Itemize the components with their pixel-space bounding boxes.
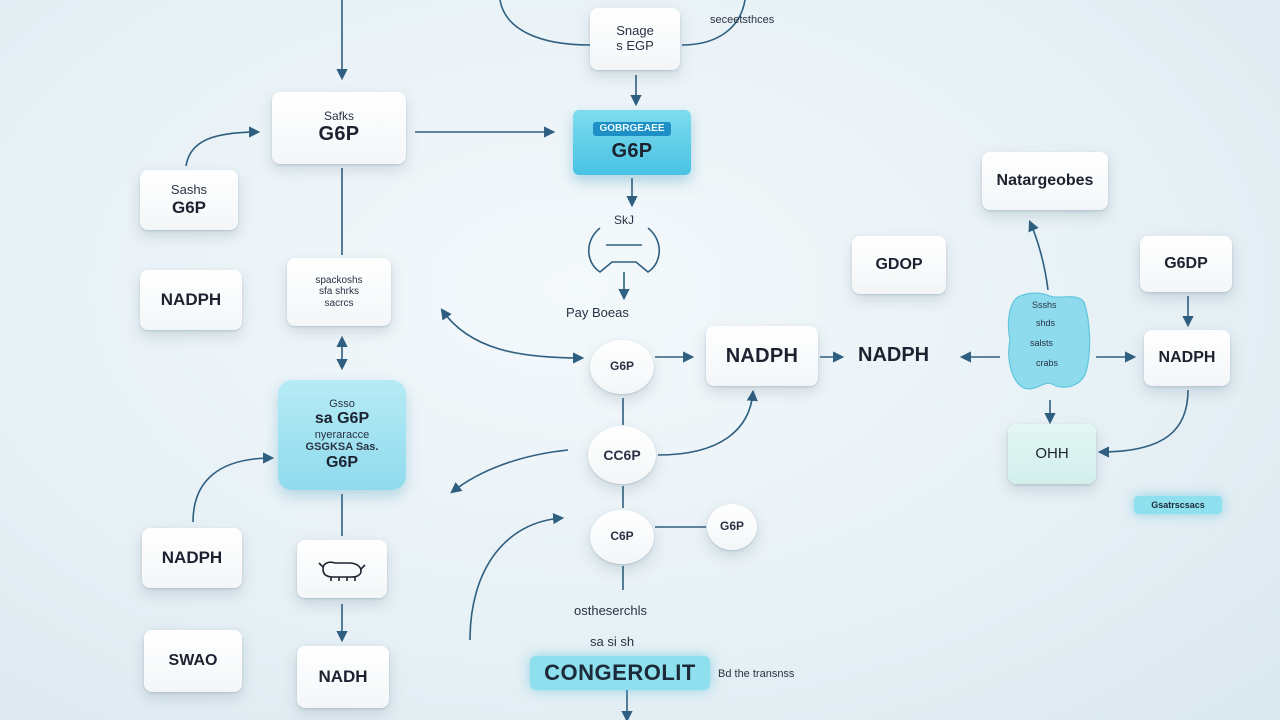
banner-side-label: Bd the transnss [718, 668, 795, 680]
connector-g6p-curve-in [185, 126, 261, 167]
node-cyan-mid-left-line4: GSGKSA Sas. [305, 441, 379, 454]
node-gdop-label: GDOP [875, 255, 923, 273]
bottom-text-1: ostheserchls [574, 603, 647, 618]
node-oh-label: OHH [1035, 445, 1069, 463]
connector-curve-to-cyan [192, 452, 275, 523]
connector-circle2-to-left [450, 449, 569, 494]
node-nadh[interactable]: NADH [297, 646, 389, 708]
right-badge[interactable]: Gsatrscsacs [1134, 496, 1222, 514]
node-top-small[interactable]: Snage s EGP [590, 8, 680, 70]
node-circle-2-label: CC6P [603, 446, 641, 463]
node-nadph-right-label: NADPH [1158, 348, 1216, 366]
molecule-figure-icon [1007, 292, 1091, 390]
node-cyan-mid-left[interactable]: Gsso sa G6P nyeraracce GSGKSA Sas. G6P [278, 380, 406, 490]
node-g6dp-label: G6DP [1164, 254, 1208, 272]
connector-figure-to-natural [1028, 219, 1049, 291]
node-top-small-line2: s EGP [616, 38, 654, 53]
node-nadh-label: NADH [318, 667, 368, 687]
node-nadph-bottom-left-label: NADPH [161, 548, 223, 568]
node-top-small-line1: Snage [616, 23, 654, 39]
node-g6p-far-left-line2: G6P [171, 197, 207, 217]
node-circle-4[interactable]: G6P [707, 504, 757, 550]
node-circle-1[interactable]: G6P [590, 340, 654, 394]
node-circle-3[interactable]: C6P [590, 510, 654, 564]
figure-text-2: shds [1036, 318, 1056, 328]
conger-banner-label: CONGEROLIT [544, 660, 696, 685]
enzyme-top-label: SkJ [614, 213, 635, 227]
node-cyan-mid-left-line1: Gsso [329, 397, 355, 410]
node-circle-4-label: G6P [719, 519, 744, 534]
connector-circle2-to-nadph [657, 389, 758, 456]
node-cyan-mid-left-line2: sa G6P [314, 410, 370, 428]
node-nadph-right[interactable]: NADPH [1144, 330, 1230, 386]
bottom-text-2: sa si sh [590, 634, 635, 649]
node-nadph-bottom-left[interactable]: NADPH [142, 528, 242, 588]
node-g6p-far-left[interactable]: Sashs G6P [140, 170, 238, 230]
node-swao[interactable]: SWAO [144, 630, 242, 692]
node-text-block-line1: spackoshs [315, 274, 363, 286]
node-g6p-cyan-top[interactable]: GOBRGEAEE G6P [573, 110, 691, 175]
conger-banner[interactable]: CONGEROLIT [530, 656, 710, 690]
node-icon-box[interactable] [297, 540, 387, 598]
node-nadph-center-label: NADPH [725, 344, 799, 367]
node-natural[interactable]: Natargeobes [982, 152, 1108, 210]
node-circle-1-label: G6P [609, 359, 634, 374]
node-gdop[interactable]: GDOP [852, 236, 946, 294]
figure-text-4: crabs [1036, 358, 1059, 368]
node-g6p-left[interactable]: Safks G6P [272, 92, 406, 164]
node-swao-label: SWAO [168, 651, 218, 669]
node-g6p-far-left-line1: Sashs [170, 181, 208, 197]
figure-text-3: salsts [1030, 338, 1054, 348]
node-nadph-left[interactable]: NADPH [140, 270, 242, 330]
node-natural-label: Natargeobes [996, 171, 1094, 189]
node-text-block-line3: sacrcs [324, 297, 354, 309]
node-g6p-left-line1: Safks [323, 108, 354, 123]
node-circle-3-label: C6P [610, 529, 634, 544]
node-g6p-cyan-top-header: GOBRGEAEE [593, 122, 671, 136]
figure-text-1: Ssshs [1032, 300, 1057, 310]
node-nadph-center[interactable]: NADPH [706, 326, 818, 386]
connector-curve-up-left [469, 513, 565, 641]
node-oh[interactable]: OHH [1008, 424, 1096, 484]
connector-curve-to-circle1 [440, 308, 585, 364]
connector-top-loop-right [681, 0, 746, 46]
enzyme-icon [587, 227, 661, 273]
node-text-block[interactable]: spackoshs sfa shrks sacrcs [287, 258, 391, 326]
node-cyan-mid-left-line5: G6P [325, 453, 358, 471]
node-g6p-cyan-top-label: G6P [611, 139, 653, 162]
top-right-label: seceetsthces [710, 14, 775, 26]
node-text-block-line2: sfa shrks [318, 286, 359, 298]
connector-right-curve-to-oh [1097, 389, 1189, 458]
right-badge-label: Gsatrscsacs [1151, 500, 1205, 510]
under-enzyme-label: Pay Boeas [566, 305, 629, 320]
node-cyan-mid-left-line3: nyeraracce [314, 428, 370, 441]
animal-glyph-icon [318, 561, 366, 581]
node-circle-2[interactable]: CC6P [588, 426, 656, 484]
node-g6dp[interactable]: G6DP [1140, 236, 1232, 292]
node-g6p-left-line2: G6P [318, 123, 360, 146]
node-nadph-left-label: NADPH [160, 290, 222, 310]
connector-top-loop-left [499, 0, 591, 46]
nadph-plain-label: NADPH [858, 344, 930, 366]
